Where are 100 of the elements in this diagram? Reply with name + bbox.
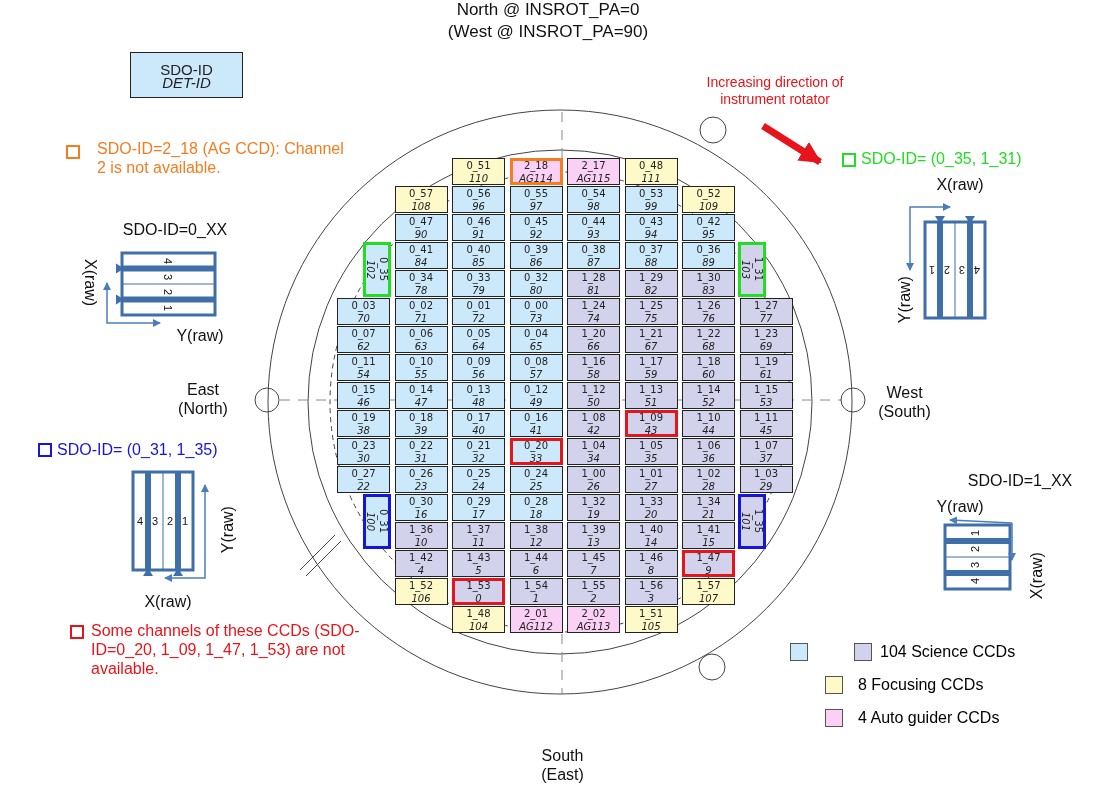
note-text: SDO-ID=2_18 (AG CCD): Channel 2 is not available. [97, 139, 345, 178]
sdo-id-text: 0_41 [408, 243, 434, 257]
det-id-text: 35 [644, 453, 658, 464]
ccd-box [567, 606, 620, 633]
channel-number: 4 [972, 263, 982, 277]
ccd-box [337, 326, 390, 353]
sdo-id-text: 2_01 [523, 607, 549, 621]
det-id-text: 88 [644, 257, 658, 268]
channel-number: 4 [968, 576, 982, 587]
ccd-box [567, 550, 620, 577]
det-id-text: AG115 [576, 173, 611, 184]
det-id-text: 37 [759, 453, 773, 464]
ccd-box [567, 438, 620, 465]
ccd-box [739, 298, 793, 325]
ccd-box [509, 242, 563, 269]
det-id-text: 34 [587, 453, 600, 464]
axis-label: X(raw) [143, 592, 193, 612]
sdo-id-text: 1_44 [523, 551, 549, 565]
sdo-id-text: 0_33 [466, 271, 491, 285]
ccd-box [738, 242, 766, 297]
det-id-text: 50 [587, 397, 600, 408]
det-id-text: 92 [529, 229, 543, 240]
ccd-box [509, 550, 563, 577]
sdo-id-text: 1_19 [753, 355, 779, 369]
det-id-text: 38 [357, 425, 370, 436]
sdo-id-text: 1_24 [581, 299, 606, 313]
ccd-box [682, 578, 735, 605]
sdo-id-text: 0_24 [523, 467, 549, 481]
axis-label: Y(raw) [218, 505, 238, 556]
sdo-id-text: 0_10 [408, 355, 434, 369]
sdo-id-text: 1_23 [753, 327, 779, 341]
ccd-box [739, 466, 793, 493]
sdo-id-text: 1_55 [581, 579, 606, 593]
sdo-id-text: 0_34 [408, 271, 434, 285]
det-id-text: 31 [414, 453, 428, 464]
det-id-text: 36 [702, 453, 715, 464]
ccd-box [452, 186, 505, 213]
sdo-id-text: 0_12 [523, 383, 549, 397]
ccd-box [624, 522, 678, 549]
ccd-box [624, 270, 678, 297]
ccd-box [682, 242, 735, 269]
sdo-id-text: 1_34 [696, 495, 721, 509]
det-id-text: 19 [587, 509, 600, 520]
sdo-id-text: 1_48 [466, 607, 491, 621]
sdo-id-text: 1_57 [696, 579, 721, 593]
det-id-text: 7 [590, 565, 597, 576]
sdo-id-text: 0_06 [408, 327, 434, 341]
det-id-text: 84 [414, 257, 428, 268]
det-id-text: 81 [587, 285, 600, 296]
det-id-text: AG114 [519, 173, 553, 184]
sdo-id-text: 1_09 [638, 411, 664, 425]
sdo-id-text: 0_13 [466, 383, 491, 397]
ccd-box [682, 494, 735, 521]
sdo-id-text: 0_14 [408, 383, 434, 397]
det-id-text: 11 [472, 537, 485, 548]
ccd-box [624, 494, 678, 521]
det-id-text: 68 [702, 341, 715, 352]
det-id-text: 71 [414, 313, 428, 324]
det-id-text: 82 [644, 285, 658, 296]
sdo-id-text: 1_11 [753, 411, 779, 425]
sdo-id-text: 0_32 [523, 271, 549, 285]
ccd-box [624, 158, 678, 185]
ccd-box [394, 242, 448, 269]
det-id-text: 85 [472, 257, 485, 268]
ccd-box [509, 522, 563, 549]
ccd-box [509, 354, 563, 381]
det-id-text: AG112 [519, 621, 553, 632]
det-id-text: 53 [759, 397, 773, 408]
ccd-box [567, 270, 620, 297]
sdo-id-text: 0_16 [523, 411, 549, 425]
panel-title: SDO-ID=0_XX [121, 220, 229, 240]
det-id-text: 8 [647, 565, 655, 576]
det-id-text: 102 [364, 259, 376, 280]
sdo-id-text: 0_17 [466, 411, 491, 425]
sdo-id-text: 0_28 [523, 495, 549, 509]
ccd-box [394, 522, 448, 549]
ccd-box [509, 326, 563, 353]
ccd-box [394, 578, 448, 605]
det-id-text: 79 [472, 285, 485, 296]
ccd-box [337, 354, 390, 381]
det-id-text: 45 [759, 425, 773, 436]
sdo-id-text: 1_07 [753, 439, 779, 453]
ccd-box [682, 522, 735, 549]
ccd-box [452, 494, 505, 521]
ccd-box [624, 354, 678, 381]
channel-number: 1 [968, 528, 982, 539]
sdo-id-text: 0_53 [638, 187, 664, 201]
legend-label: 4 Auto guider CCDs [858, 708, 1000, 728]
sdo-id-text: 0_25 [466, 467, 491, 481]
sdo-id-text: 0_20 [523, 439, 549, 453]
sdo-id-text: 1_16 [581, 355, 606, 369]
ccd-box [567, 214, 620, 241]
det-id-text: 64 [472, 341, 485, 352]
det-id-text: 96 [472, 201, 485, 212]
sdo-id-text: 0_26 [408, 467, 434, 481]
sdo-id-text: 0_44 [581, 215, 606, 229]
det-id-text: 57 [529, 369, 543, 380]
det-id-text: 110 [468, 173, 489, 184]
det-id-text: 77 [759, 313, 773, 324]
compass-label: South (East) [540, 746, 585, 785]
